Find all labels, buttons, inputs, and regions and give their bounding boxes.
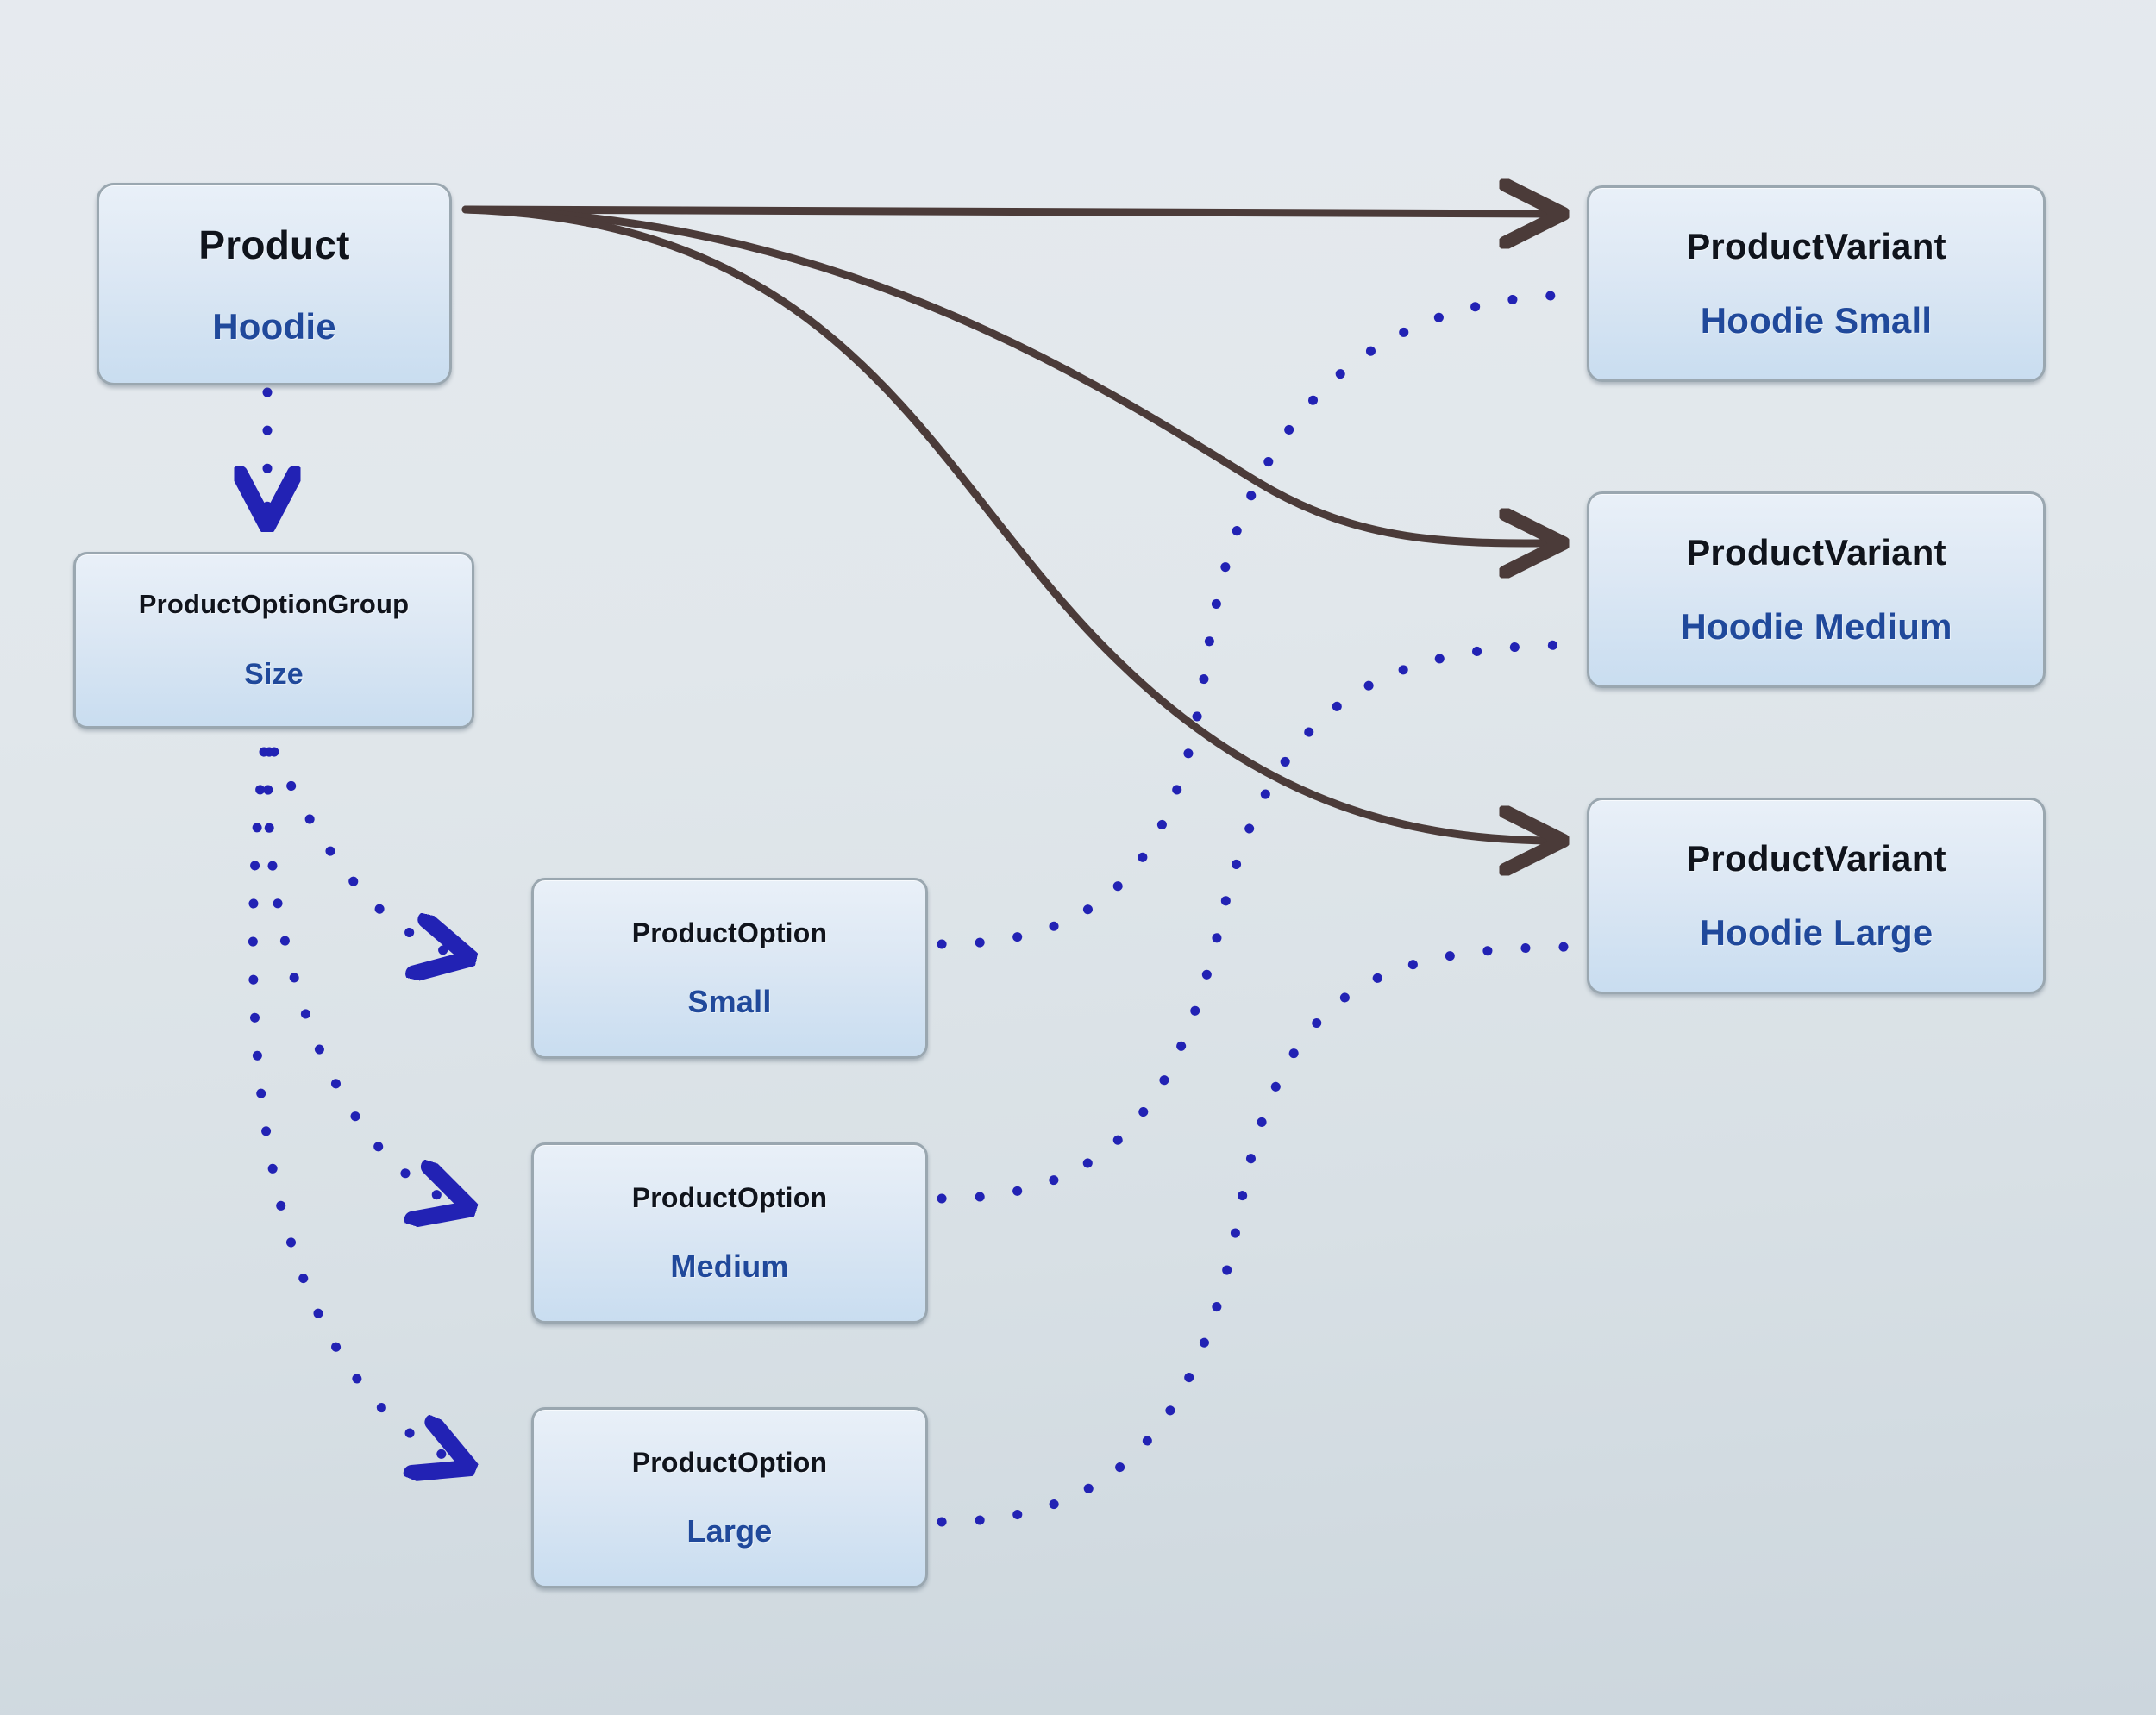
edge-option-large-to-variant-large: [937, 942, 1580, 1527]
node-product-option-group-value: Size: [244, 658, 304, 691]
node-product-option-group-type: ProductOptionGroup: [138, 589, 410, 619]
edge-optiongroup-to-option-large: [248, 747, 466, 1466]
node-product-option-large-value: Large: [686, 1512, 773, 1549]
node-product[interactable]: Product Hoodie: [97, 183, 452, 385]
node-product-variant-small[interactable]: ProductVariant Hoodie Small: [1587, 185, 2046, 382]
node-product-option-medium-value: Medium: [670, 1248, 789, 1284]
node-product-variant-medium-value: Hoodie Medium: [1680, 606, 1952, 647]
edge-option-small-to-variant-small: [937, 290, 1580, 949]
edge-option-medium-to-variant-medium: [937, 640, 1580, 1204]
node-product-option-large[interactable]: ProductOption Large: [531, 1407, 928, 1588]
node-product-variant-large[interactable]: ProductVariant Hoodie Large: [1587, 798, 2046, 994]
node-product-variant-large-type: ProductVariant: [1686, 838, 1946, 879]
node-product-variant-small-type: ProductVariant: [1686, 226, 1946, 266]
node-product-option-small-value: Small: [687, 983, 772, 1019]
node-product-option-small-type: ProductOption: [631, 917, 828, 948]
node-product-option-medium-type: ProductOption: [631, 1181, 828, 1213]
node-product-variant-small-value: Hoodie Small: [1700, 300, 1933, 341]
edge-product-to-variant-small: [461, 210, 1557, 214]
node-product-option-medium[interactable]: ProductOption Medium: [531, 1142, 928, 1324]
node-product-variant-medium[interactable]: ProductVariant Hoodie Medium: [1587, 491, 2046, 688]
edge-product-to-variant-large: [461, 205, 1557, 841]
node-product-value: Hoodie: [212, 305, 336, 347]
node-product-variant-large-value: Hoodie Large: [1699, 912, 1934, 953]
node-product-option-large-type: ProductOption: [631, 1446, 828, 1478]
node-product-type: Product: [198, 222, 350, 267]
edge-optiongroup-to-option-small: [269, 747, 466, 957]
node-product-option-small[interactable]: ProductOption Small: [531, 878, 928, 1059]
edge-optiongroup-to-option-medium: [263, 747, 466, 1207]
node-product-option-group[interactable]: ProductOptionGroup Size: [73, 552, 474, 729]
edge-product-to-variant-medium: [461, 205, 1557, 543]
node-product-variant-medium-type: ProductVariant: [1686, 532, 1946, 573]
